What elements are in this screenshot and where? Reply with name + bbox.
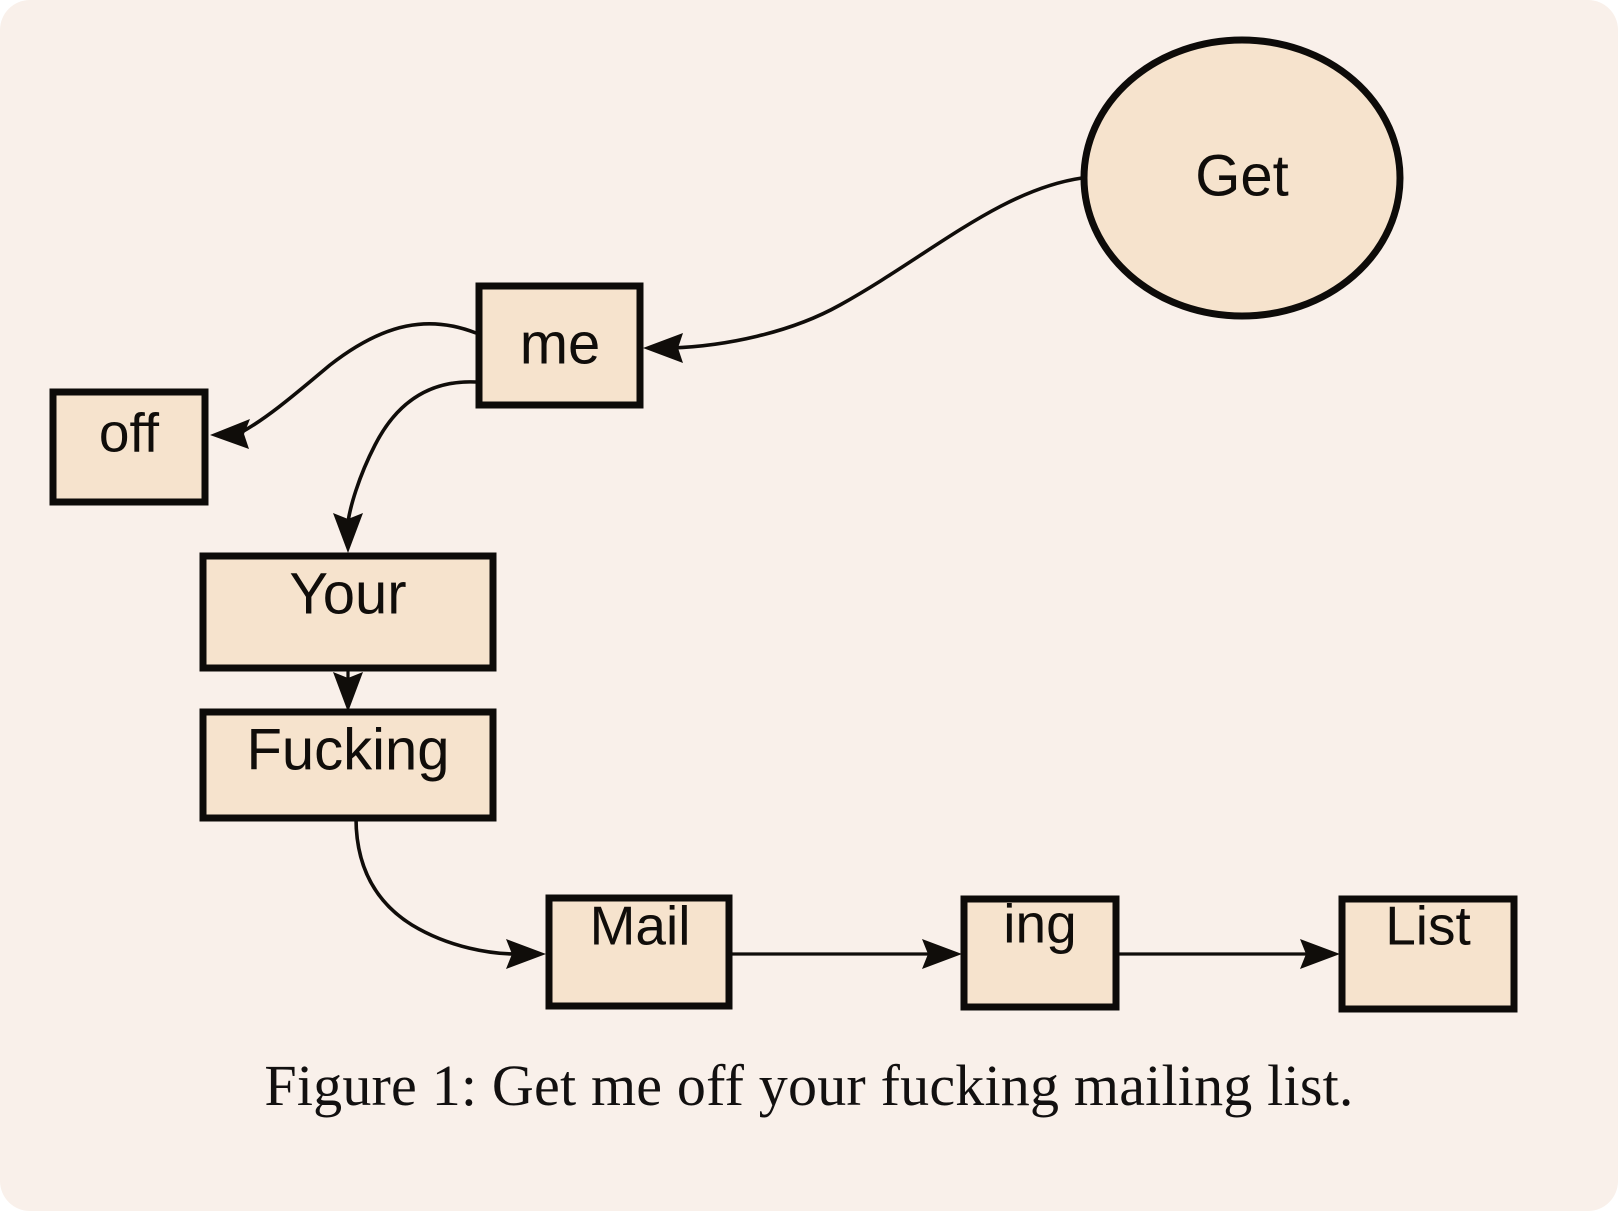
arrowhead-your-to-fucking bbox=[333, 672, 363, 712]
edge-your-to-fucking bbox=[333, 668, 363, 712]
arrowhead-ing-to-list bbox=[1300, 939, 1340, 969]
edge-me-to-your bbox=[333, 380, 477, 553]
edge-me-to-off bbox=[210, 322, 477, 449]
figure-caption: Figure 1: Get me off your fucking mailin… bbox=[264, 1053, 1354, 1118]
arrowhead-me-to-your bbox=[333, 513, 363, 553]
node-mail-label: Mail bbox=[590, 895, 691, 957]
node-mail[interactable]: Mail bbox=[545, 894, 733, 1010]
node-get-label: Get bbox=[1195, 143, 1289, 208]
node-list-label: List bbox=[1385, 895, 1471, 957]
node-your-label: Your bbox=[289, 561, 406, 626]
edge-ing-to-list bbox=[1118, 939, 1340, 969]
arrowhead-fucking-to-mail bbox=[506, 939, 546, 969]
edge-get-to-me bbox=[643, 176, 1083, 363]
node-off-label: off bbox=[99, 402, 160, 464]
node-get[interactable]: Get bbox=[1080, 36, 1404, 320]
node-fucking[interactable]: Fucking bbox=[199, 708, 497, 822]
node-off[interactable]: off bbox=[49, 388, 209, 506]
edge-mail-to-ing bbox=[731, 939, 962, 969]
arrowhead-me-to-off bbox=[210, 419, 250, 449]
node-ing-label: ing bbox=[1003, 893, 1076, 955]
node-fucking-label: Fucking bbox=[246, 717, 449, 782]
node-me-label: me bbox=[520, 311, 601, 376]
arrowhead-get-to-me bbox=[643, 333, 683, 363]
node-ing[interactable]: ing bbox=[960, 893, 1120, 1011]
arrowhead-mail-to-ing bbox=[922, 939, 962, 969]
edge-fucking-to-mail bbox=[354, 817, 546, 969]
node-your[interactable]: Your bbox=[199, 552, 497, 672]
node-list[interactable]: List bbox=[1338, 895, 1518, 1013]
node-me[interactable]: me bbox=[475, 282, 644, 409]
